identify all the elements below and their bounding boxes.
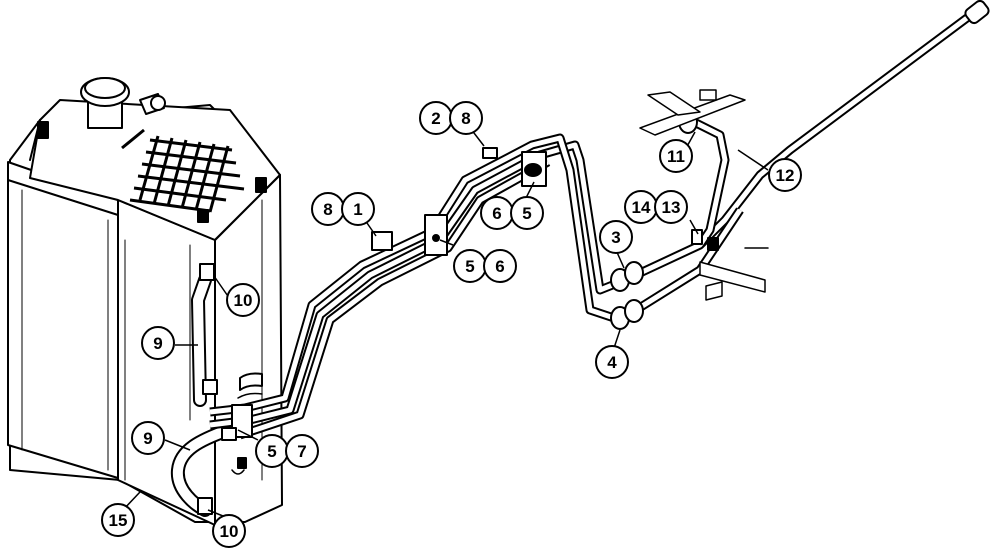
radiator-grille (121, 128, 245, 213)
tube-end-fitting (964, 0, 990, 25)
callout-4: 4 (595, 345, 629, 379)
mount-bracket-top (639, 89, 746, 136)
svg-text:15: 15 (109, 511, 128, 530)
svg-text:14: 14 (632, 198, 651, 217)
mount-bracket-bottom (699, 247, 769, 301)
callout-3: 3 (599, 220, 633, 254)
callout-2: 2 (419, 101, 453, 135)
callout-15: 15 (101, 503, 135, 537)
callout-6: 6 (480, 196, 514, 230)
svg-text:7: 7 (297, 442, 306, 461)
svg-text:11: 11 (667, 147, 685, 166)
callout-13: 13 (654, 190, 688, 224)
callout-9: 9 (141, 326, 175, 360)
callout-12: 12 (768, 158, 802, 192)
svg-text:10: 10 (220, 522, 239, 541)
callout-10: 10 (212, 514, 246, 548)
callout-11: 11 (659, 139, 693, 173)
clamp-1 (371, 214, 448, 256)
hose-upper (191, 263, 218, 407)
svg-text:3: 3 (611, 228, 620, 247)
callout-9: 9 (131, 421, 165, 455)
svg-text:2: 2 (431, 109, 440, 128)
svg-text:12: 12 (776, 166, 795, 185)
svg-text:8: 8 (323, 200, 332, 219)
svg-text:10: 10 (234, 291, 253, 310)
svg-text:5: 5 (267, 442, 276, 461)
callout-5: 5 (510, 196, 544, 230)
clamp-13 (691, 229, 719, 251)
callout-7: 7 (285, 434, 319, 468)
svg-text:13: 13 (662, 198, 681, 217)
svg-text:5: 5 (522, 204, 531, 223)
fitting-3 (610, 261, 644, 292)
fitting-4 (610, 299, 644, 330)
svg-text:5: 5 (465, 257, 474, 276)
svg-text:6: 6 (492, 204, 501, 223)
svg-text:9: 9 (143, 429, 152, 448)
svg-text:8: 8 (461, 109, 470, 128)
callout-10: 10 (226, 283, 260, 317)
tube-run-main (209, 8, 978, 440)
svg-text:4: 4 (607, 353, 617, 372)
svg-text:1: 1 (353, 200, 362, 219)
callout-6: 6 (483, 249, 517, 283)
svg-text:9: 9 (153, 334, 162, 353)
hose-lower (170, 423, 235, 517)
svg-text:6: 6 (495, 257, 504, 276)
callout-14: 14 (624, 190, 658, 224)
callout-1: 1 (341, 192, 375, 226)
callout-5: 5 (453, 249, 487, 283)
callout-8: 8 (449, 101, 483, 135)
clamp-5-7 (221, 404, 253, 441)
clamp-2 (482, 147, 547, 187)
callout-5: 5 (255, 434, 289, 468)
leader-lines (122, 119, 769, 519)
callout-8: 8 (311, 192, 345, 226)
